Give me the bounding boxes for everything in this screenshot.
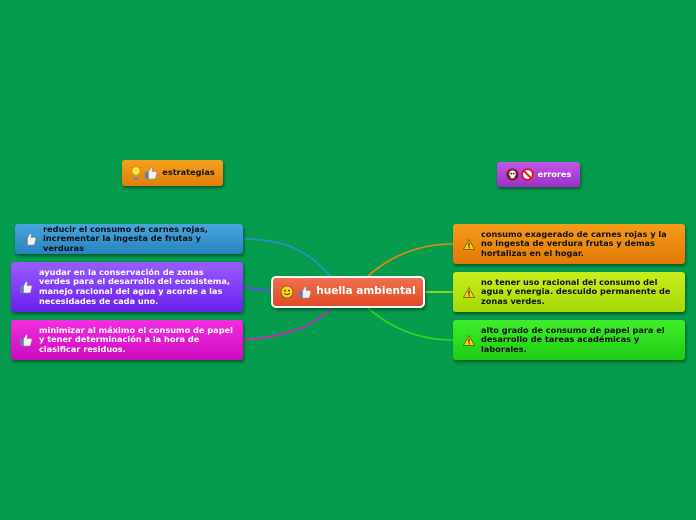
- smiley-icon: [280, 285, 294, 299]
- estrategia-item-text: minimizar al máximo el consumo de papel …: [39, 324, 233, 354]
- error-item[interactable]: no tener uso racional del consumo del ag…: [453, 272, 685, 312]
- errores-label-node[interactable]: errores: [497, 162, 580, 187]
- error-item[interactable]: alto grado de consumo de papel para el d…: [453, 320, 685, 360]
- error-item[interactable]: consumo exagerado de carnes rojas y la n…: [453, 224, 685, 264]
- central-topic[interactable]: huella ambiental: [271, 276, 425, 308]
- connector-r3: [367, 307, 454, 341]
- lightbulb-icon: [130, 166, 142, 180]
- connector-n1: [242, 238, 332, 277]
- warning-icon: [463, 286, 475, 298]
- connector-n2: [242, 286, 272, 292]
- warning-icon: [463, 238, 475, 250]
- estrategia-item-text: reducir el consumo de carnes rojas, incr…: [43, 223, 208, 253]
- thumbs-up-icon: [23, 232, 37, 246]
- thumbs-up-icon: [144, 166, 158, 180]
- estrategias-label: estrategias: [162, 167, 215, 178]
- thumbs-up-icon: [298, 285, 312, 299]
- error-item-text: no tener uso racional del consumo del ag…: [481, 276, 671, 306]
- forbidden-icon: [520, 168, 534, 181]
- thumbs-up-icon: [19, 333, 33, 347]
- connector-r1: [367, 243, 454, 277]
- error-item-text: alto grado de consumo de papel para el d…: [481, 324, 665, 354]
- estrategias-label-node[interactable]: estrategias: [122, 160, 223, 186]
- error-item-text: consumo exagerado de carnes rojas y la n…: [481, 228, 667, 258]
- warning-icon: [463, 334, 475, 346]
- thumbs-up-icon: [19, 280, 33, 294]
- estrategia-item[interactable]: reducir el consumo de carnes rojas, incr…: [15, 224, 243, 254]
- estrategia-item-text: ayudar en la conservación de zonas verde…: [39, 266, 230, 306]
- estrategia-item[interactable]: ayudar en la conservación de zonas verde…: [11, 262, 243, 312]
- estrategia-item[interactable]: minimizar al máximo el consumo de papel …: [11, 320, 243, 360]
- central-topic-label: huella ambiental: [316, 285, 416, 298]
- connector-n3: [242, 307, 332, 341]
- skull-icon: [506, 168, 519, 181]
- errores-label: errores: [537, 168, 572, 179]
